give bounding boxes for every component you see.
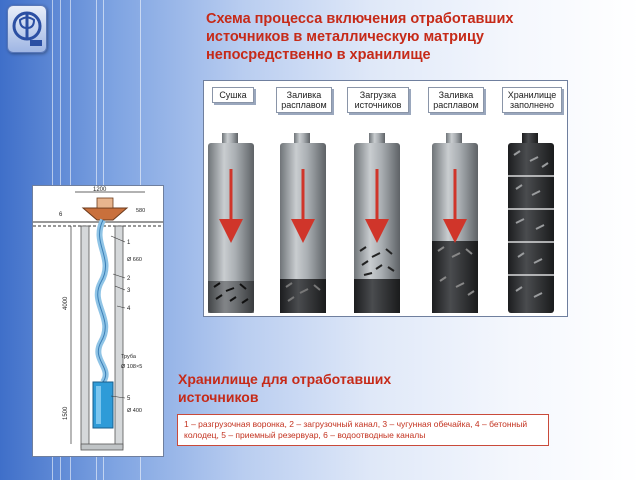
well-cross-section: 1200 580 6 4000 1500 1 Ø 660 2 3 4 — [33, 187, 163, 451]
dim-top-label: 1200 — [93, 187, 107, 193]
callout-2: 2 — [127, 276, 131, 282]
process-diagram: Сушка Заливка расплавом Загрузка источни… — [203, 80, 568, 317]
cylinder-loading — [354, 133, 400, 313]
legend-box: 1 – разгрузочная воронка, 2 – загрузочны… — [177, 414, 549, 446]
stage-label-text: расплавом — [281, 100, 327, 110]
stage-label-text: источников — [354, 100, 402, 110]
stage-label-loading: Загрузка источников — [347, 87, 409, 113]
stage-label-text: Сушка — [219, 90, 247, 100]
cylinder-melt-pour-2 — [432, 133, 478, 313]
dim-side-label: 580 — [136, 208, 145, 214]
title-line: непосредственно в хранилище — [206, 47, 431, 63]
stage-label-text: расплавом — [433, 100, 479, 110]
stage-label-melt-pour-2: Заливка расплавом — [428, 87, 484, 113]
callout-1: 1 — [127, 240, 131, 246]
dim-bottom-label: 1500 — [63, 406, 69, 420]
callout-6: 6 — [59, 212, 63, 218]
stage-label-text: Заливка — [438, 90, 474, 100]
stage-label-melt-pour: Заливка расплавом — [276, 87, 332, 113]
cylinders-illustration — [208, 133, 554, 313]
callout-4: 4 — [127, 306, 131, 312]
callout-5: 5 — [127, 396, 131, 402]
cylinder-storage-full — [508, 133, 554, 313]
logo-emblem-icon — [12, 11, 42, 46]
title-line: источников в металлическую матрицу — [206, 29, 484, 45]
stage-label-storage-full: Хранилище заполнено — [502, 87, 562, 113]
cylinder-melt-pour — [280, 133, 326, 313]
cylinder-drying — [208, 133, 254, 313]
dim-total-label: 4000 — [63, 296, 69, 310]
mark-400: Ø 400 — [127, 408, 142, 414]
callout-3: 3 — [127, 288, 131, 294]
stage-label-text: Хранилище — [507, 90, 557, 100]
logo — [7, 5, 47, 53]
subtitle-line: источников — [178, 389, 259, 405]
subtitle-line: Хранилище для отработавших — [178, 371, 392, 387]
page-title: Схема процесса включения отработавших ис… — [206, 10, 606, 64]
mark-108: Ø 108×5 — [121, 364, 142, 370]
stage-label-text: заполнено — [509, 100, 554, 110]
stage-label-text: Заливка — [286, 90, 322, 100]
title-line: Схема процесса включения отработавших — [206, 11, 514, 27]
legend-text: 1 – разгрузочная воронка, 2 – загрузочны… — [184, 419, 528, 440]
storage-well-drawing: 1200 580 6 4000 1500 1 Ø 660 2 3 4 — [32, 185, 164, 457]
mark-pipe: Труба — [121, 354, 137, 360]
stage-label-text: Загрузка — [359, 90, 397, 100]
stage-label-drying: Сушка — [212, 87, 254, 103]
section-subtitle: Хранилище для отработавших источников — [178, 370, 478, 406]
mark-660: Ø 660 — [127, 257, 142, 263]
